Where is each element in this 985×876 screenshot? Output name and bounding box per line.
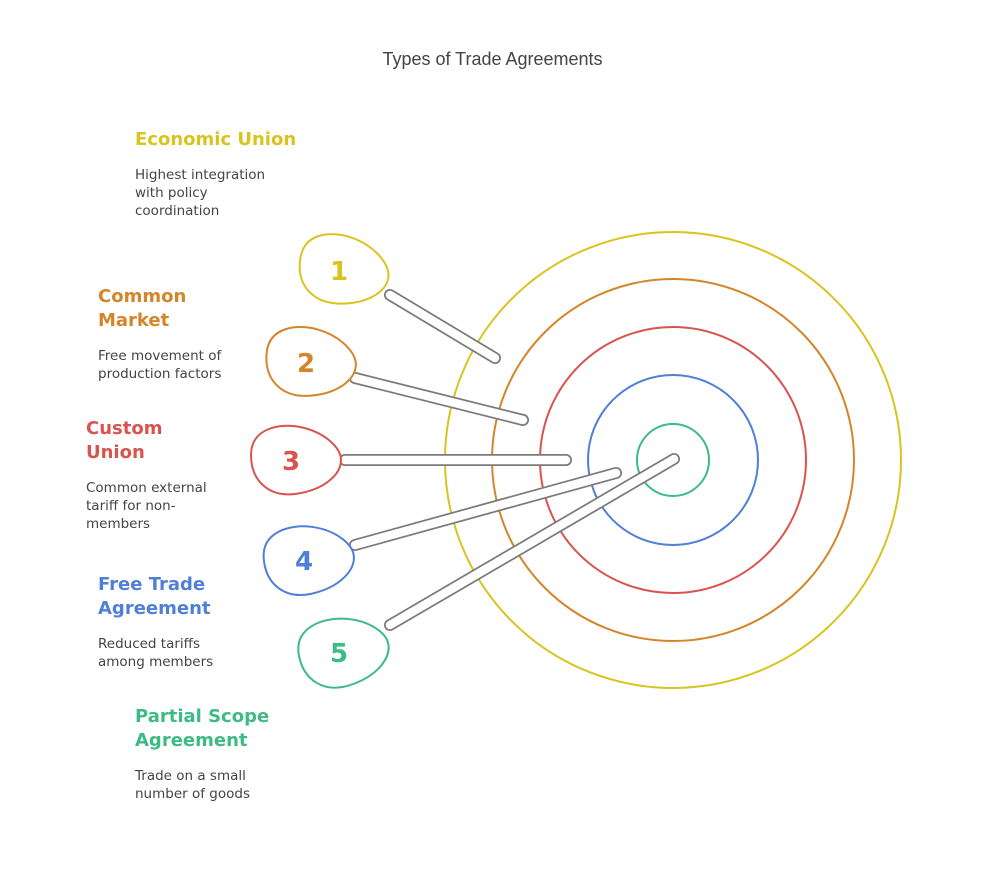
item-heading: Custom Union (86, 418, 163, 463)
dart-4: 4 (262, 467, 622, 596)
item-partial-scope-agreement: Partial Scope Agreement Trade on a small… (135, 705, 285, 803)
item-heading: Free Trade Agreement (98, 574, 211, 619)
dart-number: 4 (295, 547, 313, 577)
dart-3: 3 (249, 424, 572, 496)
dart-head (297, 617, 390, 689)
dart-number: 5 (330, 639, 348, 669)
dart-5: 5 (297, 453, 680, 689)
dart-shaft-fill (350, 373, 528, 425)
item-description: Trade on a small number of goods (135, 768, 250, 802)
item-free-trade-agreement: Free Trade Agreement Reduced tariffs amo… (98, 573, 228, 671)
item-common-market: Common Market Free movement of productio… (98, 285, 228, 383)
item-custom-union: Custom Union Common external tariff for … (86, 417, 221, 533)
item-heading: Economic Union (135, 129, 297, 150)
dart-head (265, 326, 357, 397)
dart-number: 1 (330, 257, 348, 287)
dart-head (298, 233, 390, 305)
item-description: Free movement of production factors (98, 348, 222, 382)
ring-4 (587, 374, 759, 546)
dart-head (249, 424, 343, 496)
dart-1: 1 (298, 233, 501, 364)
diagram-title: Types of Trade Agreements (382, 49, 603, 69)
ring-5 (636, 423, 710, 497)
item-description: Highest integration with policy coordina… (135, 167, 266, 219)
item-heading: Partial Scope Agreement (135, 706, 270, 751)
item-heading: Common Market (98, 286, 187, 331)
item-economic-union: Economic Union Highest integration with … (135, 128, 335, 220)
dart-2: 2 (265, 326, 529, 426)
item-description: Reduced tariffs among members (98, 636, 214, 670)
dart-number: 3 (282, 447, 300, 477)
dart-number: 2 (297, 349, 315, 379)
dart-shaft-fill (350, 468, 621, 550)
dart-shaft-fill (385, 290, 500, 363)
dart-head (262, 525, 355, 596)
dart-shaft-fill (385, 454, 679, 630)
item-description: Common external tariff for non-members (86, 480, 207, 532)
